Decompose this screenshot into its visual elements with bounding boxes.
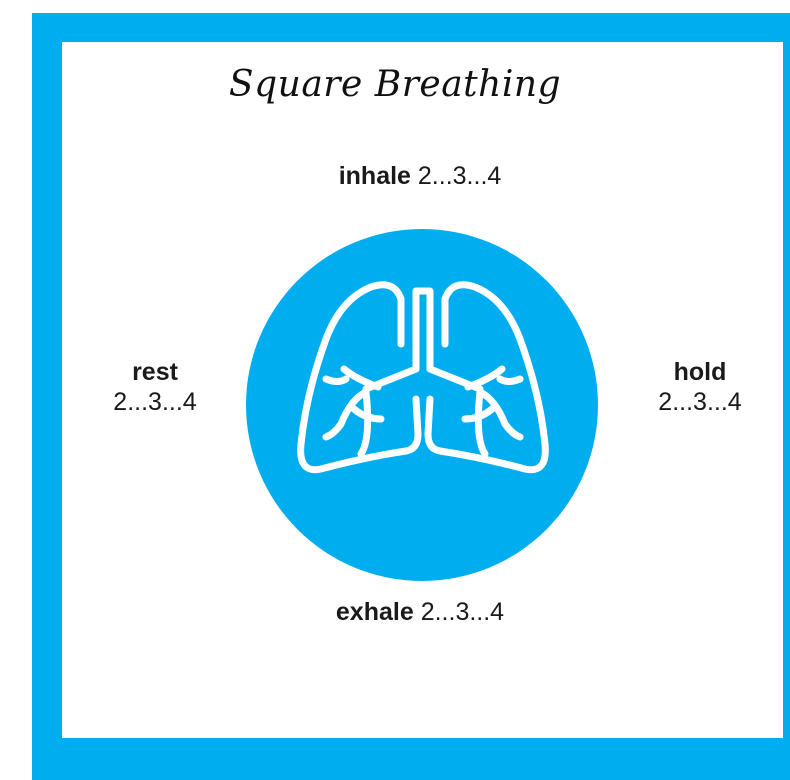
rest-word: rest [95, 357, 215, 387]
hold-count: 2...3...4 [640, 387, 760, 417]
hold-label: hold 2...3...4 [640, 357, 760, 417]
lungs-icon [246, 229, 598, 581]
rest-label: rest 2...3...4 [95, 357, 215, 417]
hold-word: hold [640, 357, 760, 387]
rest-count: 2...3...4 [95, 387, 215, 417]
page-title: Square Breathing [0, 64, 790, 105]
exhale-label: exhale 2...3...4 [0, 598, 790, 627]
lungs-circle [246, 229, 598, 581]
inhale-count: 2...3...4 [418, 162, 501, 190]
exhale-word: exhale [336, 598, 414, 626]
exhale-count: 2...3...4 [421, 598, 504, 626]
inhale-word: inhale [339, 162, 411, 190]
inhale-label: inhale 2...3...4 [0, 162, 790, 191]
